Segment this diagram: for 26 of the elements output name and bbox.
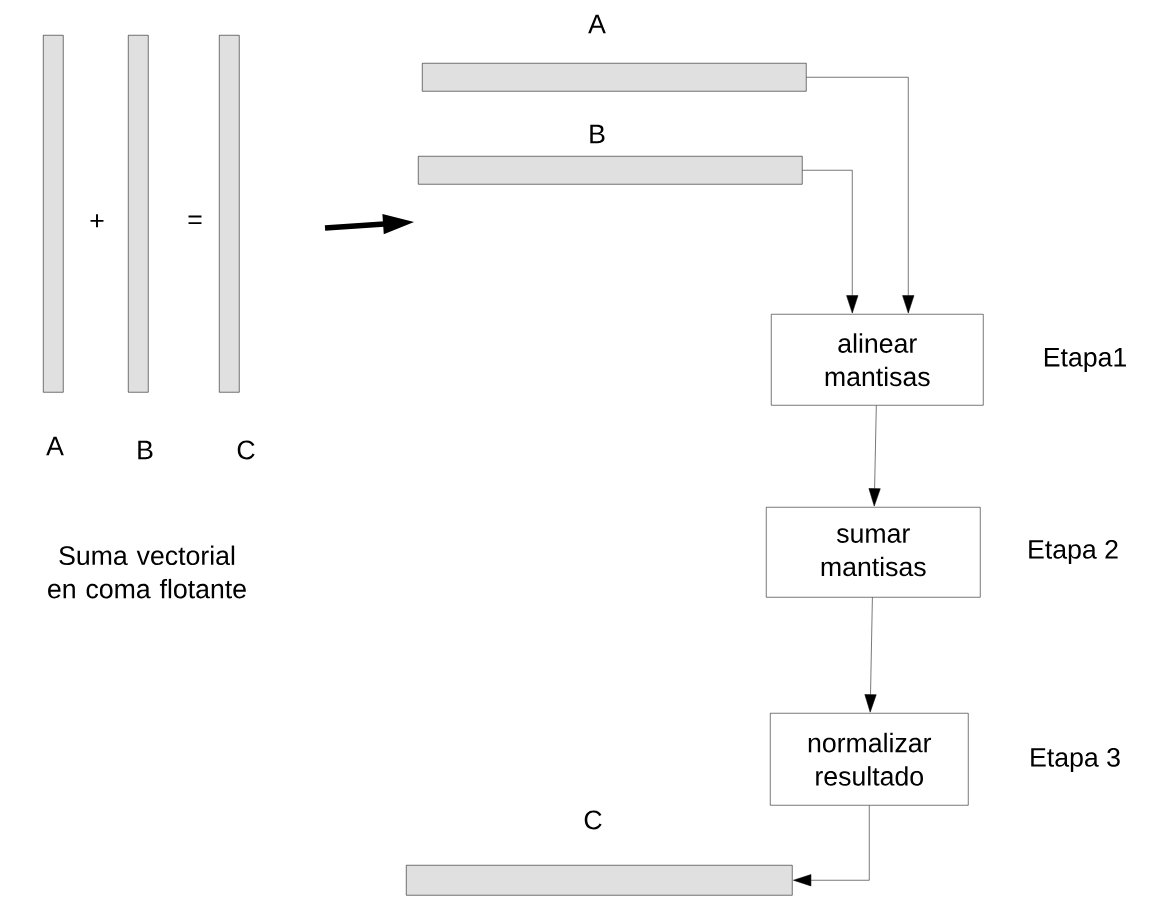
vector-label: A [46,436,64,456]
operator-sign: + [90,214,104,228]
arrow [806,77,915,314]
vector-label: A [588,14,606,34]
stage-label: Etapa1 [1044,348,1126,372]
arrow [864,597,877,713]
vector-bar [418,156,803,185]
vector-label: B [138,440,153,460]
stage-label: Etapa 2 [1029,539,1118,565]
stage-label: Etapa 3 [1031,747,1120,773]
operator-sign: = [188,215,202,225]
caption-text: Suma vectorial en coma flotante [48,545,246,599]
arrow [793,805,870,887]
vector-bar [43,35,64,393]
vector-label: B [590,124,605,144]
vector-label: C [237,440,255,460]
vector-bar [406,865,793,896]
vector-bar [219,35,240,393]
vector-bar [422,63,807,92]
arrow [802,170,859,314]
vector-bar [128,35,149,393]
process-box: alinear mantisas [771,314,984,406]
process-box: normalizar resultado [770,713,969,806]
vector-label: C [584,810,602,830]
process-box: sumar mantisas [766,507,981,598]
arrow [868,405,881,507]
